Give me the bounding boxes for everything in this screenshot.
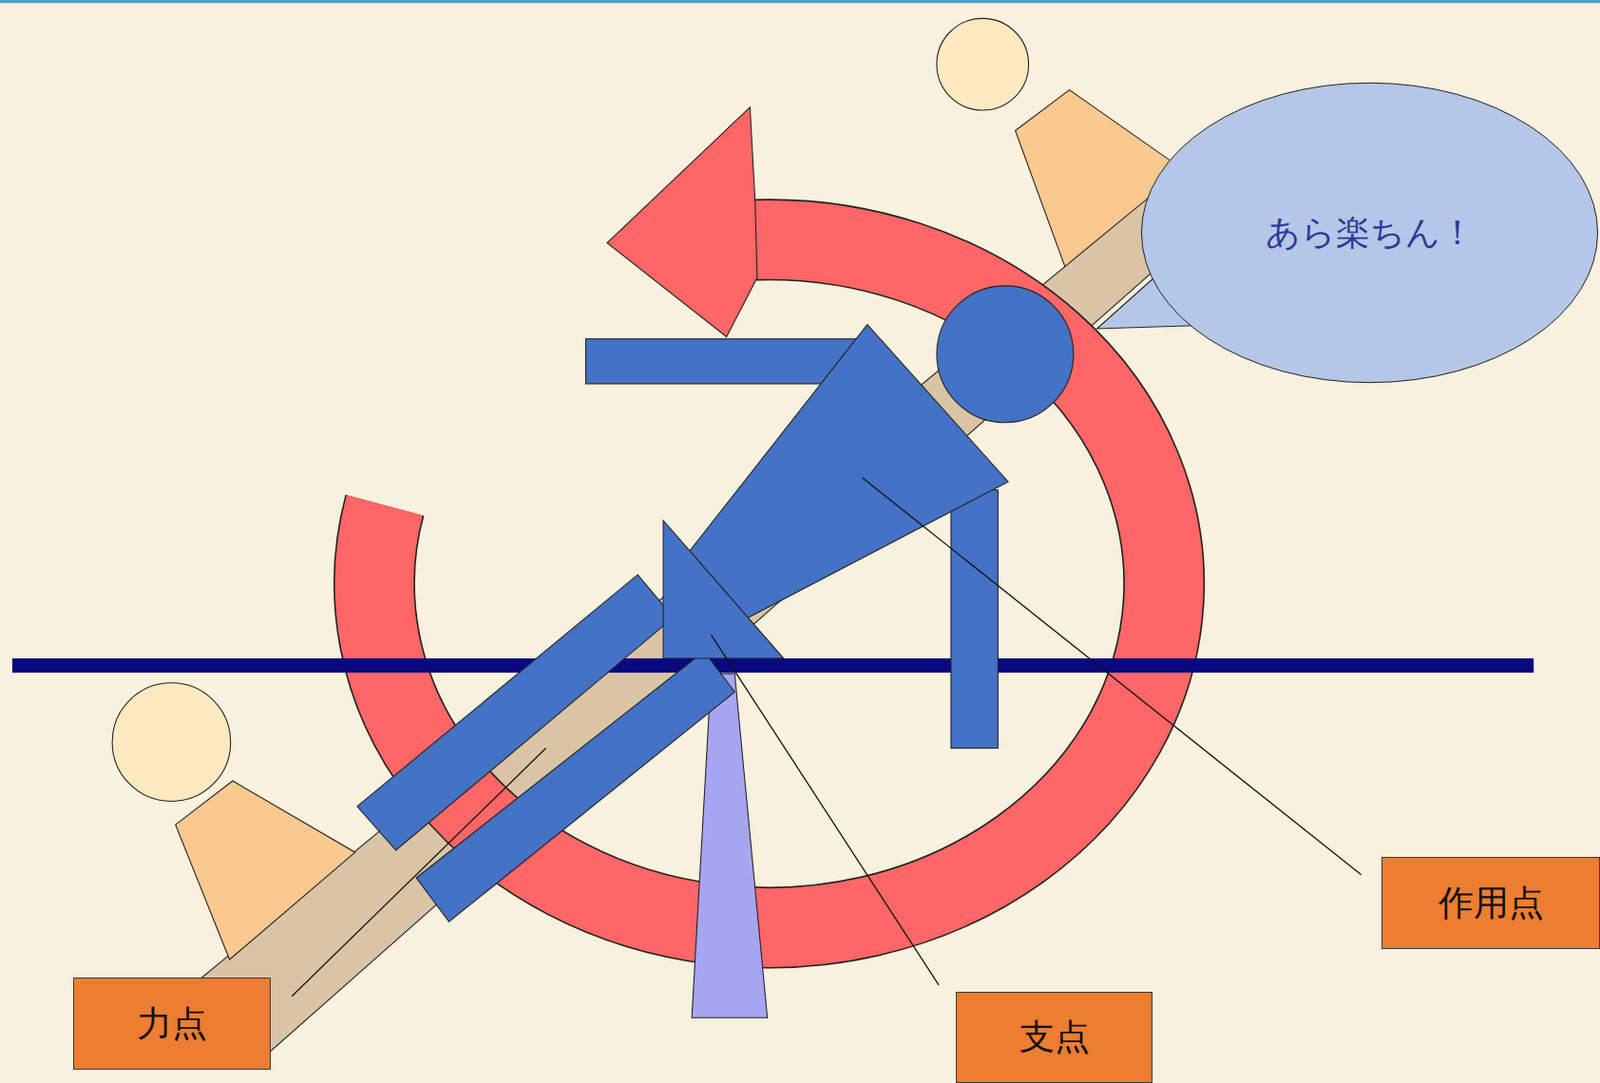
rotation-arrow: [374, 239, 1164, 928]
helper-body: [175, 780, 356, 960]
person-arm: [585, 339, 867, 384]
node-text: 作用点: [1438, 879, 1544, 928]
leader-line: [291, 748, 546, 997]
rotation-arrowhead: [607, 107, 758, 338]
top-border: [0, 0, 1600, 3]
node-text: あら楽ちん！: [1265, 209, 1475, 257]
point-label-box: 作用点: [1381, 857, 1600, 950]
speech-bubble: あら楽ちん！: [1140, 81, 1600, 384]
point-label-box: 支点: [955, 991, 1153, 1083]
rotation-arrow: [374, 239, 1164, 928]
node-text: 力点: [136, 1000, 208, 1048]
point-label-box: 力点: [73, 977, 271, 1070]
fulcrum: [691, 673, 767, 1018]
helper-head: [936, 18, 1029, 111]
leader-line: [711, 634, 939, 986]
person-hip: [663, 520, 784, 659]
person-head: [936, 285, 1074, 423]
horizon-line: [12, 658, 1534, 673]
lever-board: [198, 193, 1189, 1052]
person-leg: [416, 651, 735, 923]
leader-line: [862, 477, 1362, 876]
node-text: 支点: [1019, 1013, 1090, 1062]
person-arm: [951, 490, 998, 749]
helper-head: [112, 683, 231, 802]
